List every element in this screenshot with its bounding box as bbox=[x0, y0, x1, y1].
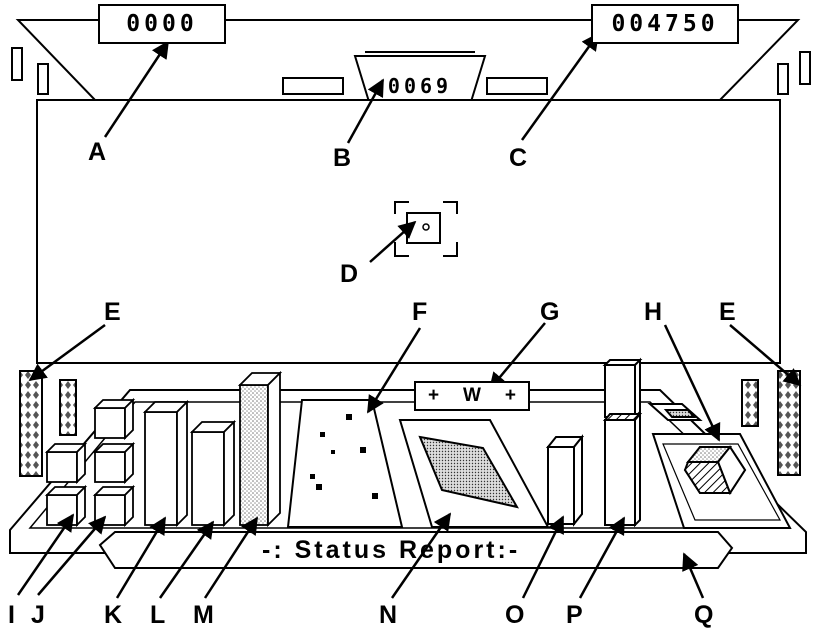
status-report: -: Status Report:- bbox=[262, 536, 521, 564]
callout-e-left: E bbox=[104, 298, 121, 326]
viewscreen bbox=[36, 99, 781, 364]
weapon-left-marker: + bbox=[427, 385, 440, 406]
callout-e-right: E bbox=[719, 298, 736, 326]
callout-f: F bbox=[412, 298, 428, 326]
callout-l: L bbox=[150, 601, 166, 629]
crosshair-icon bbox=[394, 201, 458, 257]
callout-c: C bbox=[509, 144, 528, 172]
callout-k: K bbox=[104, 601, 123, 629]
callout-i: I bbox=[8, 601, 15, 629]
callout-n: N bbox=[379, 601, 398, 629]
callout-p: P bbox=[566, 601, 583, 629]
callout-m: M bbox=[193, 601, 214, 629]
callout-o: O bbox=[505, 601, 525, 629]
callout-j: J bbox=[31, 601, 45, 629]
callout-h: H bbox=[644, 298, 663, 326]
callout-a: A bbox=[88, 138, 107, 166]
callout-d: D bbox=[340, 260, 359, 288]
center-counter: 0069 bbox=[387, 74, 453, 98]
weapon-label: W bbox=[463, 385, 481, 406]
cube-cluster bbox=[44, 397, 136, 528]
callout-b: B bbox=[333, 144, 352, 172]
callout-g: G bbox=[540, 298, 560, 326]
weapon-right-marker: + bbox=[504, 385, 516, 406]
status-bar-frame bbox=[98, 531, 734, 569]
gauge-bars bbox=[142, 370, 283, 528]
left-counter: 0000 bbox=[98, 4, 226, 44]
score-counter: 004750 bbox=[591, 4, 739, 44]
hex-cube-icon bbox=[683, 445, 747, 496]
callout-q: Q bbox=[694, 601, 714, 629]
weapon-indicator: + W + bbox=[414, 381, 530, 411]
